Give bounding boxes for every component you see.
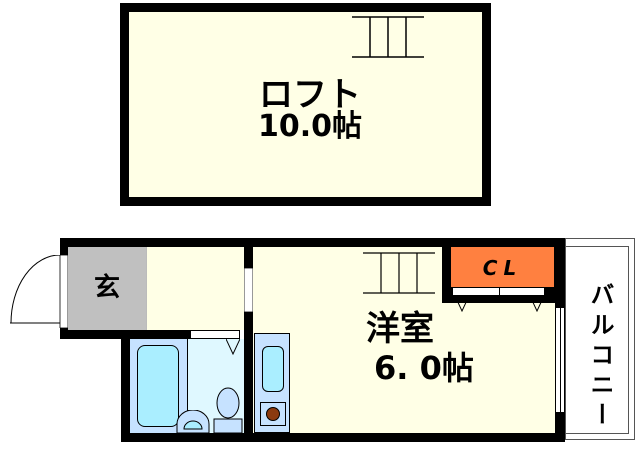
genkan-label: 玄 [93,273,120,303]
closet-floor [451,247,554,287]
loft-stairs-icon [352,16,424,58]
genkan-floor [68,247,146,330]
closet-door-indicator-icon [529,295,545,313]
closet-label: CL [482,256,523,280]
toilet-icon [213,387,243,434]
room-right-wall-lower [555,412,565,442]
bath-door-indicator-icon [225,338,241,356]
loft-size: 10.0帖 [257,109,363,144]
balcony [565,238,635,440]
loft-name: ロフト [259,75,361,115]
loft-floor [129,12,482,197]
balcony-label: バルコニー [586,282,614,432]
corridor-divider [146,247,147,330]
balcony-window[interactable] [555,308,565,412]
burner-icon [266,407,280,421]
genkan-left-wall [60,238,68,255]
bathtub-icon [137,345,179,427]
closet-doors[interactable] [452,287,545,296]
room-left-wall-lower [244,312,253,442]
closet-door-divider [499,287,500,296]
window-sash [560,308,561,412]
unit-top-wall [60,238,565,247]
bath-left-wall [121,330,130,442]
room-stairs-icon [363,252,435,294]
stove-icon [260,402,286,426]
kitchen-sink-icon [262,346,284,392]
loft-room [120,3,491,206]
unit-bottom-wall [121,433,565,442]
bath-door[interactable] [190,330,240,339]
entrance-door[interactable] [10,254,69,329]
bath-top-wall [130,330,190,339]
washbasin-icon [176,409,210,434]
corridor-floor [146,247,244,330]
balcony-inner-rail [566,246,629,434]
room-right-wall [555,238,565,316]
room-left-wall [244,238,253,268]
closet-door-indicator-icon [454,295,470,313]
western-room-name: 洋室 [366,309,434,349]
western-room-size: 6. 0帖 [374,349,474,387]
